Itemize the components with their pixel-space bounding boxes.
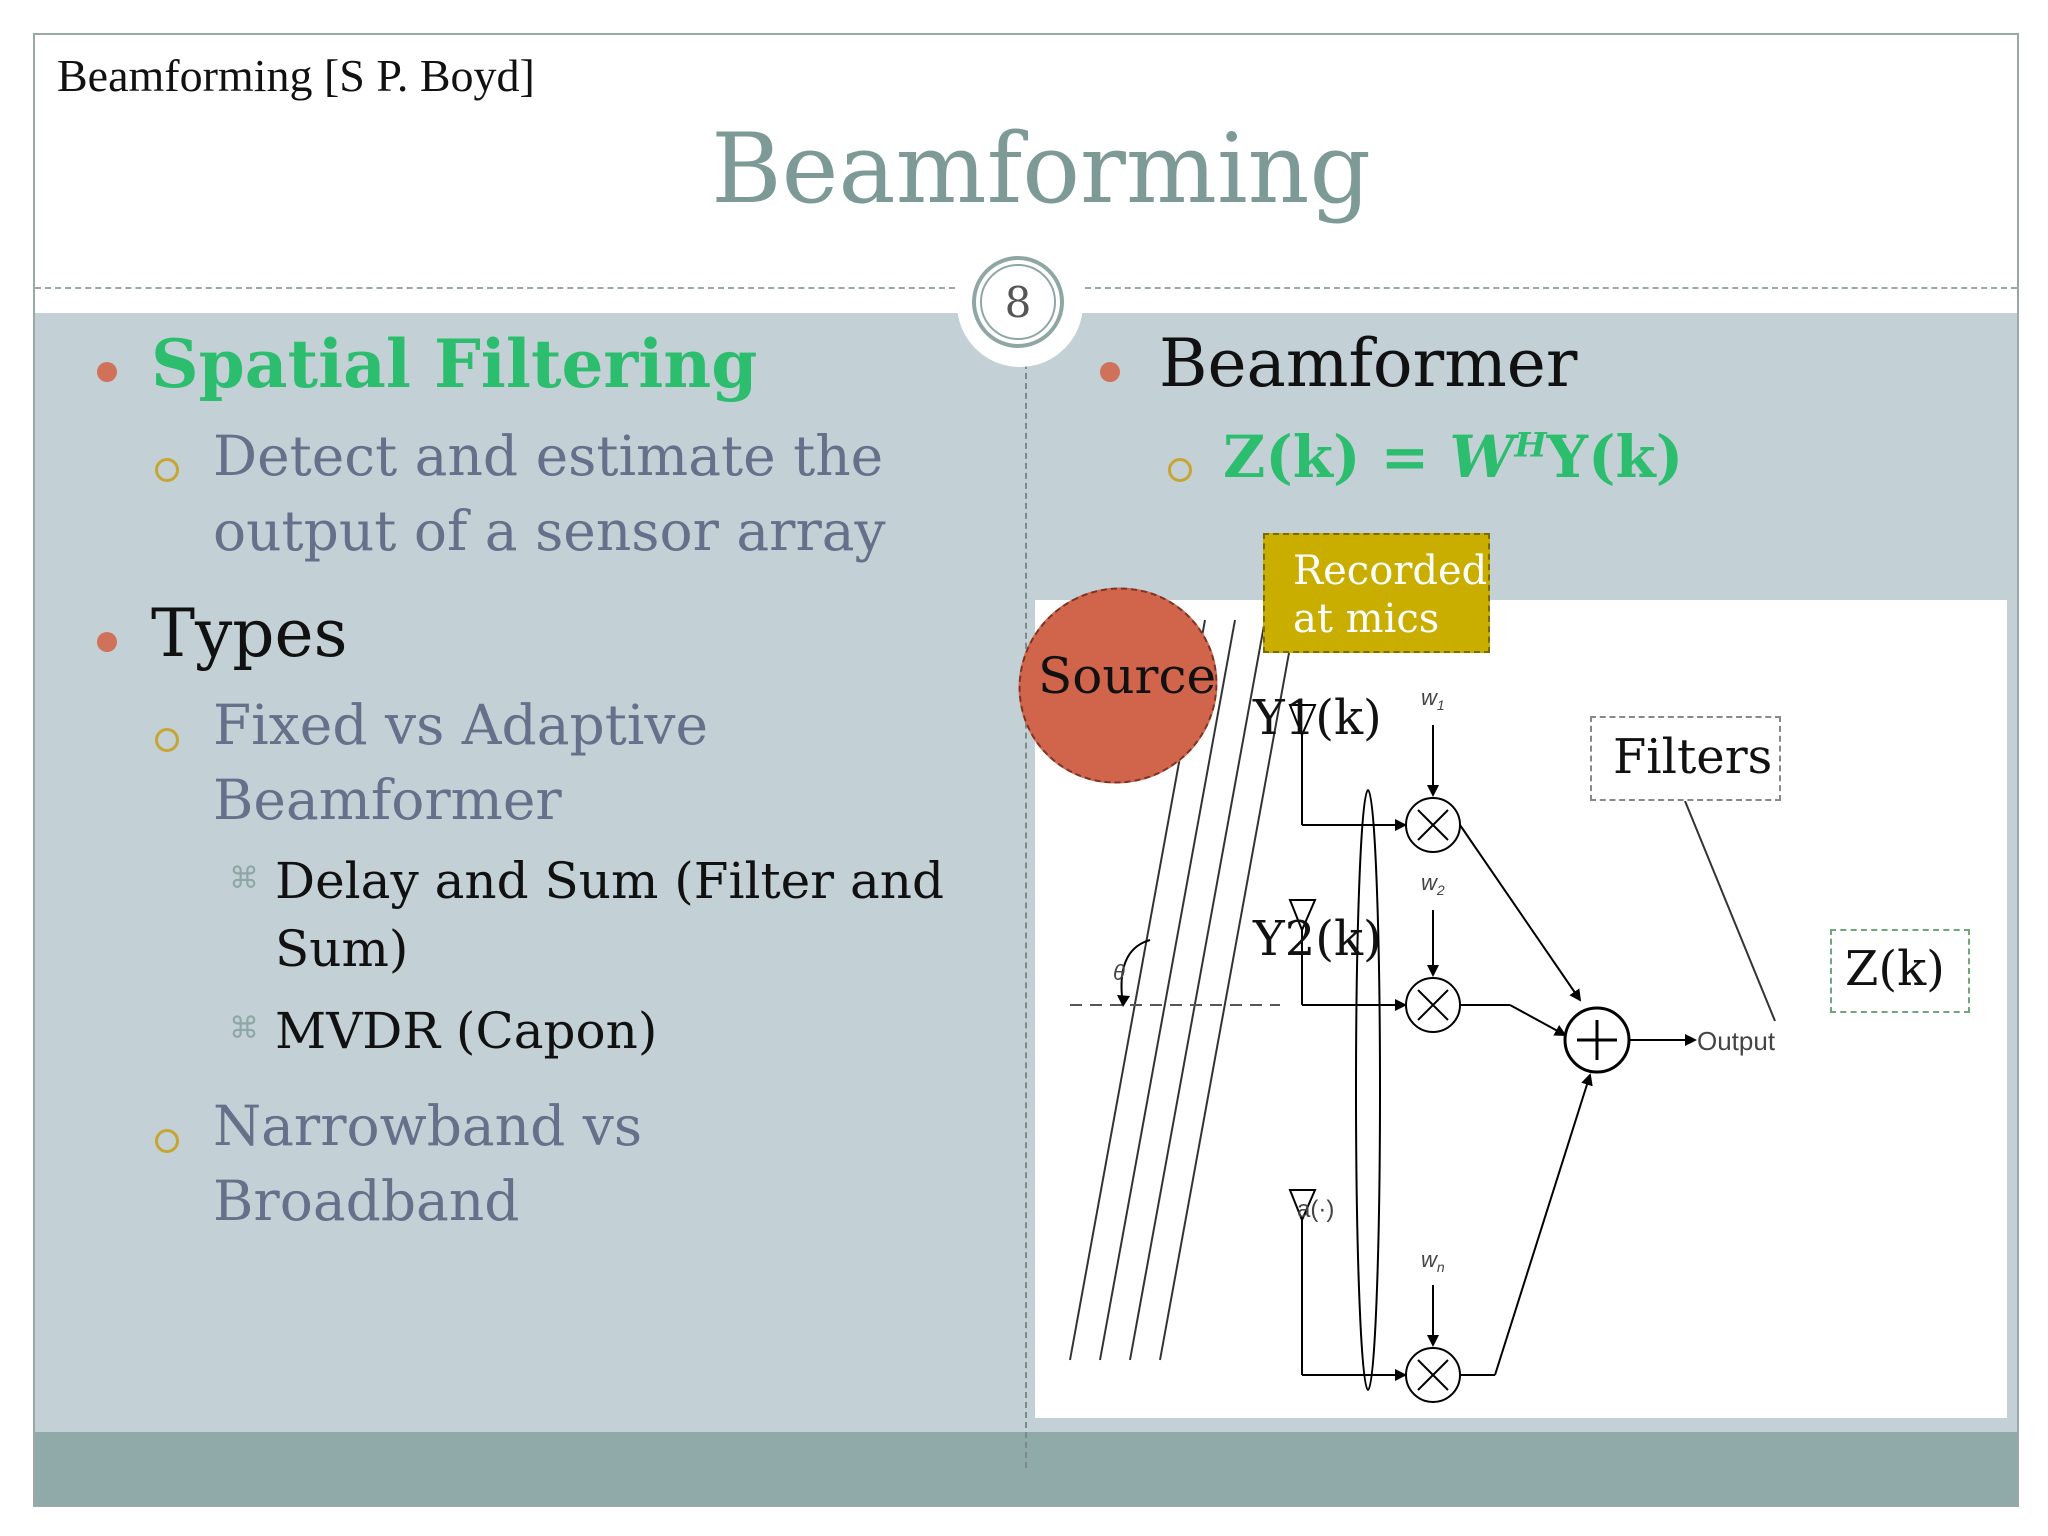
source-label: Source [1038, 647, 1217, 705]
w1-letter: w [1421, 685, 1439, 710]
w2-letter: w [1421, 870, 1439, 895]
zk-label: Z(k) [1845, 941, 1945, 997]
theta-label: θ [1113, 960, 1125, 985]
sub-bullet-ring [1168, 458, 1192, 482]
a-label: a(·) [1297, 1196, 1334, 1223]
slide-number-ring [980, 264, 1056, 340]
w1-label: w1 [1421, 685, 1445, 713]
slide-title: Beamforming [711, 113, 1371, 225]
tertiary-bullet-icon: ⌘ [229, 861, 259, 896]
w2-label: w2 [1421, 870, 1445, 898]
header-note: Beamforming [S P. Boyd] [57, 50, 535, 101]
formula-weight: W [1449, 423, 1515, 491]
wn-subscript: n [1437, 1259, 1445, 1275]
antenna-icon [1288, 899, 1317, 933]
sum-input-arrow [1509, 1004, 1567, 1036]
bullet-beamformer: Beamformer [1159, 325, 1578, 402]
formula-hermitian: H [1514, 425, 1547, 466]
wn-label: wn [1421, 1247, 1445, 1275]
wavefront-line [1099, 619, 1236, 1361]
w2-subscript: 2 [1436, 882, 1445, 898]
header-divider-left [35, 287, 955, 289]
sub-narrow-line2: Broadband [213, 1169, 520, 1233]
bullet-dot [97, 362, 117, 382]
bullet-types: Types [151, 595, 348, 672]
plus-sign-icon [1577, 1020, 1617, 1060]
column-separator [1025, 313, 1027, 1468]
wn-letter: w [1421, 1247, 1439, 1272]
sum-input-arrow [1459, 824, 1582, 1002]
formula: Z(k) = WHY(k) [1223, 423, 1683, 491]
multiply-sign-icon [1417, 1359, 1449, 1391]
antenna-icon [1288, 1189, 1317, 1223]
tertiary-bullet-icon: ⌘ [229, 1011, 259, 1046]
bullet-spatial-filtering: Spatial Filtering [151, 325, 758, 403]
header-divider-right [1085, 287, 2017, 289]
sub-fixed-line2: Beamformer [213, 768, 562, 832]
bullet-dot [97, 632, 117, 652]
wavefront-line [1159, 619, 1296, 1361]
bullet-dot [1100, 362, 1120, 382]
w1-subscript: 1 [1437, 697, 1445, 713]
y2-label: Y2(k) [1253, 911, 1382, 967]
sum-input-arrow [1494, 1073, 1593, 1376]
sub-narrow-line1: Narrowband vs [213, 1094, 643, 1158]
sub-bullet-ring [155, 728, 179, 752]
sub-fixed-line1: Fixed vs Adaptive [213, 693, 709, 757]
recorded-box [1263, 533, 1490, 653]
item-delay-sum-line1: Delay and Sum (Filter and [275, 852, 944, 910]
formula-right: Y(k) [1546, 423, 1684, 491]
formula-left: Z(k) = [1223, 423, 1450, 491]
item-delay-sum-line2: Sum) [275, 920, 409, 978]
sub-detect-line1: Detect and estimate the [213, 424, 884, 488]
filters-box [1590, 716, 1781, 801]
output-label: Output [1697, 1026, 1776, 1056]
multiply-sign-icon [1417, 809, 1449, 841]
wavefront-line [1129, 619, 1266, 1361]
angle-arrow-icon [1117, 995, 1130, 1007]
recorded-line1: Recorded [1293, 548, 1488, 594]
multiply-sign-icon [1417, 989, 1449, 1021]
angle-arc [1120, 939, 1151, 1006]
item-mvdr: MVDR (Capon) [275, 1002, 658, 1060]
array-ellipse [1355, 789, 1381, 1391]
antenna-icon [1288, 704, 1317, 738]
filters-pointer [1684, 801, 1776, 1022]
recorded-line2: at mics [1293, 596, 1440, 642]
sub-bullet-ring [155, 458, 179, 482]
sub-detect-line2: output of a sensor array [213, 499, 886, 563]
slide: Beamforming [S P. Boyd] Beamforming 8 Sp… [33, 33, 2019, 1507]
filters-label: Filters [1613, 729, 1773, 785]
sub-bullet-ring [155, 1129, 179, 1153]
zk-box [1830, 929, 1970, 1013]
filters-pointer-line [1684, 801, 1776, 1022]
y1-label: Y1(k) [1253, 690, 1382, 746]
